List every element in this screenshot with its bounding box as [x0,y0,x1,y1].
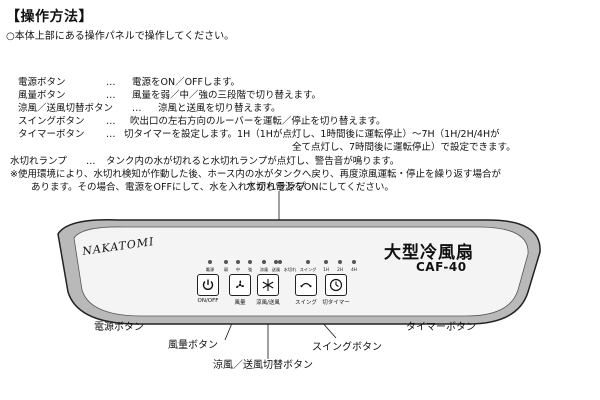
led-fan-high [248,260,252,264]
desc-row-mode: 涼風／送風切替ボタン … 涼風と送風を切り替えます。 [18,102,596,115]
callout-power-button: 電源ボタン [94,322,144,333]
swing-button[interactable] [295,274,317,296]
led-power [208,260,212,264]
note-line-2: あります。その場合、電源をOFFにして、水を入れてから電源をONにしてください。 [31,181,394,193]
desc-row-fan: 風量ボタン … 風量を弱／中／強の三段階で切り替えます。 [18,89,596,102]
desc-label: 涼風／送風切替ボタン [18,103,114,115]
desc-timer-continued: 全て点灯し、7時間後に運転停止）で設定できます。 [292,142,516,154]
led-1h [324,260,328,264]
power-button[interactable] [197,274,219,296]
callout-timer-button: タイマーボタン [406,322,476,333]
led-label: 弱 [223,267,229,272]
led-label: 強 [247,267,253,272]
desc-label: 電源ボタン [18,77,66,88]
timer-button[interactable] [325,274,347,296]
swing-button-label: スイング [294,300,317,306]
led-fan-mid [236,260,240,264]
desc-text: 涼風と送風を切り替えます。 [158,103,281,115]
fan-speed-button[interactable] [229,274,251,296]
panel-outline [57,219,541,325]
led-label: 中 [235,267,241,272]
callout-fan-button: 風量ボタン [168,340,218,351]
desc-text: 風量を弱／中／強の三段階で切り替えます。 [132,90,322,102]
led-cool [262,260,266,264]
led-2h [338,260,342,264]
cool-fan-toggle-label: 涼風/送風 [256,300,280,306]
desc-row-water: 水切れランプ … タンク内の水が切れると水切れランプが点灯し、警告音が鳴ります。 [10,155,596,168]
led-label: 電源 [205,267,215,272]
desc-sep: … [106,90,116,102]
led-label: 涼風 [259,267,269,272]
led-label: 4H [351,267,357,272]
control-panel: NAKATOMI 大型冷風扇 CAF-40 電源 弱 中 強 涼風 送風 水切れ… [48,212,550,330]
desc-sep: … [132,103,142,115]
desc-text: 電源をON／OFFします。 [132,77,241,88]
desc-sep: … [106,77,116,88]
desc-row-swing: スイングボタン … 吹出口の左右方向のルーバーを運転／停止を切り替えます。 [18,115,596,128]
clock-icon [329,278,343,292]
page-title: 【操作方法】 [6,9,93,25]
snowflake-icon [262,279,274,291]
led-fan-low [224,260,228,264]
desc-label: 水切れランプ [10,155,67,167]
led-label: スイング [299,267,317,272]
note-line-1: ※使用環境により、水切れ検知が作動した後、ホース内の水がタンクへ戻り、再度涼風運… [10,168,502,180]
desc-text: タンク内の水が切れると水切れランプが点灯し、警告音が鳴ります。 [106,155,400,167]
cool-fan-toggle-button[interactable] [257,274,279,296]
description-list: 電源ボタン … 電源をON／OFFします。 風量ボタン … 風量を弱／中／強の三… [10,76,596,194]
model-name: 大型冷風扇 [384,243,474,263]
intro-text: ○本体上部にある操作パネルで操作してください。 [6,31,235,42]
callout-mode-button: 涼風／送風切替ボタン [213,360,313,371]
led-label: 水切れ [283,267,297,272]
desc-sep: … [106,116,116,128]
desc-text: 吹出口の左右方向のルーバーを運転／停止を切り替えます。 [130,116,386,128]
callout-swing-button: スイングボタン [312,342,382,353]
swing-icon [300,282,312,288]
led-swing [306,260,310,264]
led-label: 2H [337,267,343,272]
power-icon [202,279,214,290]
led-water-lamp [278,260,282,264]
led-label: 送風 [271,267,281,272]
model-code: CAF-40 [416,260,467,274]
fan-icon [236,280,245,288]
desc-label: 風量ボタン [18,90,66,102]
desc-sep: … [86,155,96,167]
led-label: 1H [323,267,329,272]
desc-label: タイマーボタン [18,129,85,141]
power-button-label: ON/OFF [197,298,219,304]
timer-button-label: 切タイマー [322,300,350,306]
desc-row-timer: タイマーボタン … 切タイマーを設定します。1H（1Hが点灯し、1時間後に運転停… [18,128,596,141]
callout-water-lamp: 水切れランプ [246,182,306,193]
led-fan-mode [274,260,278,264]
desc-sep: … [106,129,116,141]
desc-text: 切タイマーを設定します。1H（1Hが点灯し、1時間後に運転停止）～7H（1H/2… [124,129,500,141]
led-4h [352,260,356,264]
fan-speed-button-label: 風量 [234,300,246,306]
desc-label: スイングボタン [18,116,85,128]
desc-row-power: 電源ボタン … 電源をON／OFFします。 [18,76,596,89]
